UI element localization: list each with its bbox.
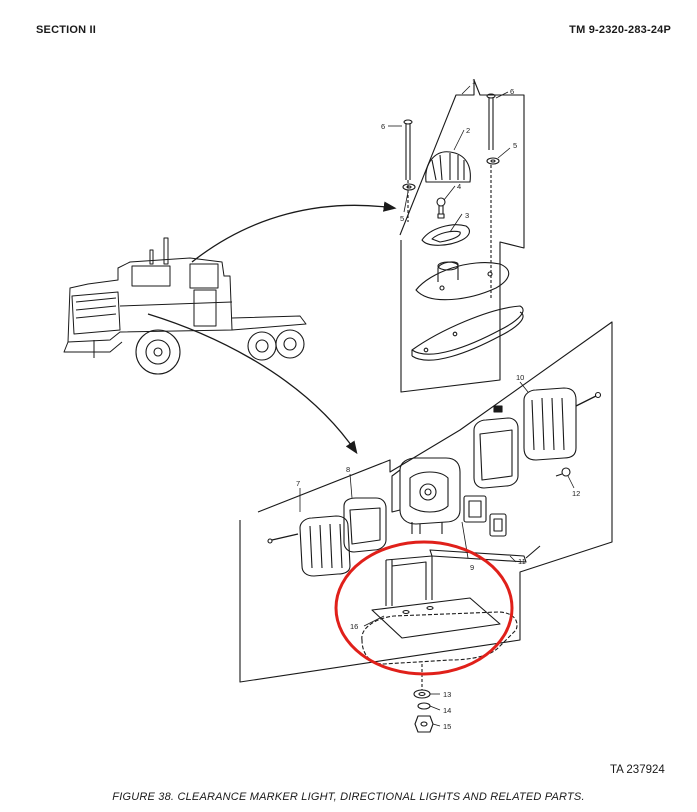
marker-base-plate (411, 305, 524, 361)
washer-right (486, 157, 500, 165)
callout-5b: 5 (513, 141, 517, 150)
mounting-screw-left (403, 119, 413, 222)
directional-lamp (555, 467, 571, 477)
arrow-to-directional-light (147, 313, 358, 455)
lens-screw-left (271, 533, 299, 541)
callout-7: 7 (296, 479, 300, 488)
callout-11: 11 (518, 557, 526, 566)
callout-1: 1 (472, 77, 476, 86)
lock-washer (413, 689, 431, 699)
front-wheel (135, 329, 181, 375)
lens-gasket (421, 224, 471, 246)
socket-gasket (463, 495, 487, 523)
retaining-clip (493, 405, 503, 413)
callout-6b: 6 (510, 87, 514, 96)
rear-wheels (247, 329, 305, 361)
mounting-bracket-strip (429, 545, 541, 563)
callout-3: 3 (465, 211, 469, 220)
callout-labels: 1 2 3 4 5 5 6 6 7 8 9 10 11 12 13 14 15 … (296, 77, 580, 731)
directional-light-frame (239, 321, 613, 683)
callout-6: 6 (381, 122, 385, 131)
directional-gasket-left (343, 497, 387, 553)
directional-light-housing (391, 457, 461, 534)
directional-gasket-right (473, 417, 519, 489)
callout-8: 8 (346, 465, 350, 474)
marker-light-body (415, 261, 510, 301)
callout-4: 4 (457, 182, 461, 191)
callout-15: 15 (443, 722, 451, 731)
callout-2: 2 (466, 126, 470, 135)
callout-12: 12 (572, 489, 580, 498)
section-heading: SECTION II (36, 24, 97, 36)
callout-9: 9 (470, 563, 474, 572)
lens-screw-right (575, 395, 597, 407)
washer-left (402, 183, 416, 191)
marker-light-frame (399, 79, 525, 393)
mounting-screw-right (486, 93, 496, 300)
mounting-bracket (371, 555, 501, 639)
manual-number: TM 9-2320-283-24P (569, 24, 671, 36)
callout-13: 13 (443, 690, 451, 699)
arrow-to-marker-light (191, 201, 397, 263)
marker-lens (425, 151, 471, 183)
callout-14: 14 (443, 706, 451, 715)
hex-nut (414, 715, 434, 733)
figure-caption: FIGURE 38. CLEARANCE MARKER LIGHT, DIREC… (112, 791, 585, 803)
figure-code: TA 237924 (610, 764, 665, 776)
lamp-bulb (436, 197, 446, 219)
highlight-circle (334, 540, 514, 676)
directional-lens-right (523, 387, 577, 461)
callout-16: 16 (350, 622, 358, 631)
truck-cab-illustration (63, 237, 307, 358)
directional-lens-left (299, 515, 351, 577)
callout-10: 10 (516, 373, 524, 382)
callout-5: 5 (400, 214, 404, 223)
mounting-panel (361, 611, 518, 665)
socket-cover (489, 513, 507, 537)
flat-washer (417, 702, 431, 710)
